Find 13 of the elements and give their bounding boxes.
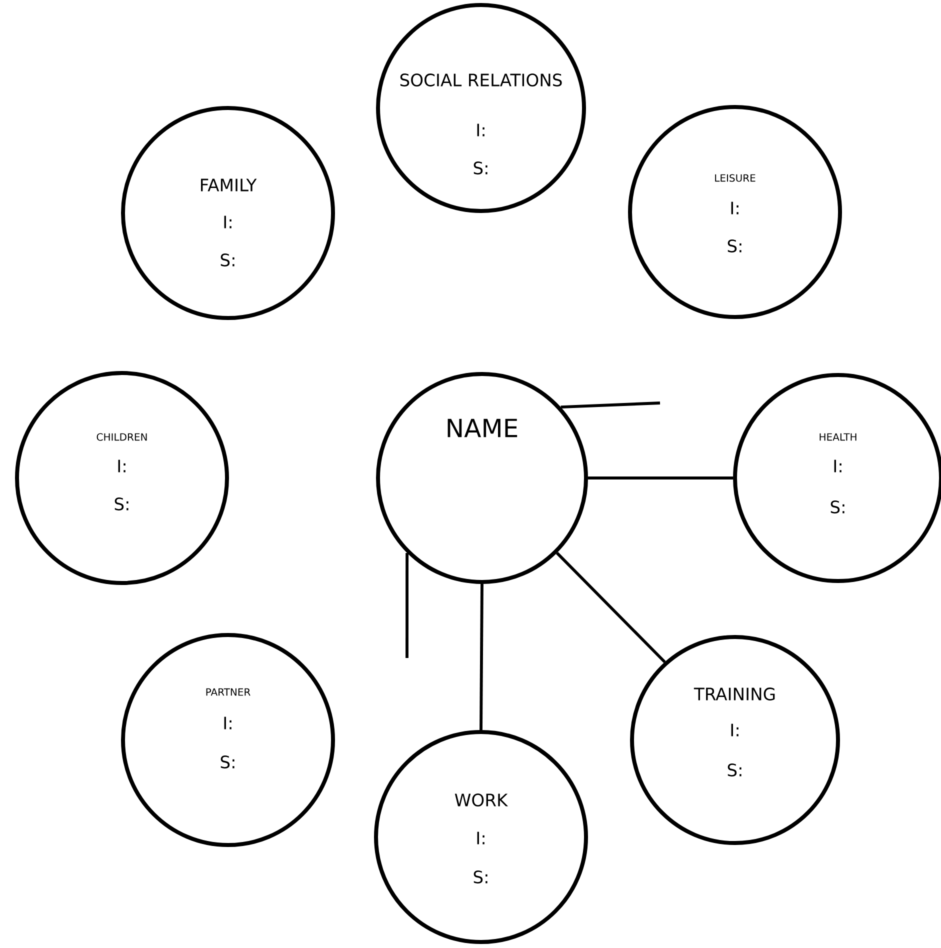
- circle-node: WORK I: S:: [374, 730, 588, 944]
- connector-line: [560, 402, 660, 409]
- connector-line: [556, 552, 666, 664]
- circle-node: FAMILY I: S:: [121, 106, 335, 320]
- circle-node: LEISURE I: S:: [628, 105, 842, 319]
- circle-node: PARTNER I: S:: [121, 633, 335, 847]
- circle-node: TRAINING I: S:: [630, 635, 840, 845]
- circle-node: SOCIAL RELATIONS I: S:: [376, 3, 586, 213]
- circle-node: NAME: [376, 372, 588, 584]
- connector-line: [588, 476, 734, 480]
- connector-line: [480, 584, 484, 730]
- circle-node: CHILDREN I: S:: [15, 371, 229, 585]
- connector-line: [406, 552, 409, 658]
